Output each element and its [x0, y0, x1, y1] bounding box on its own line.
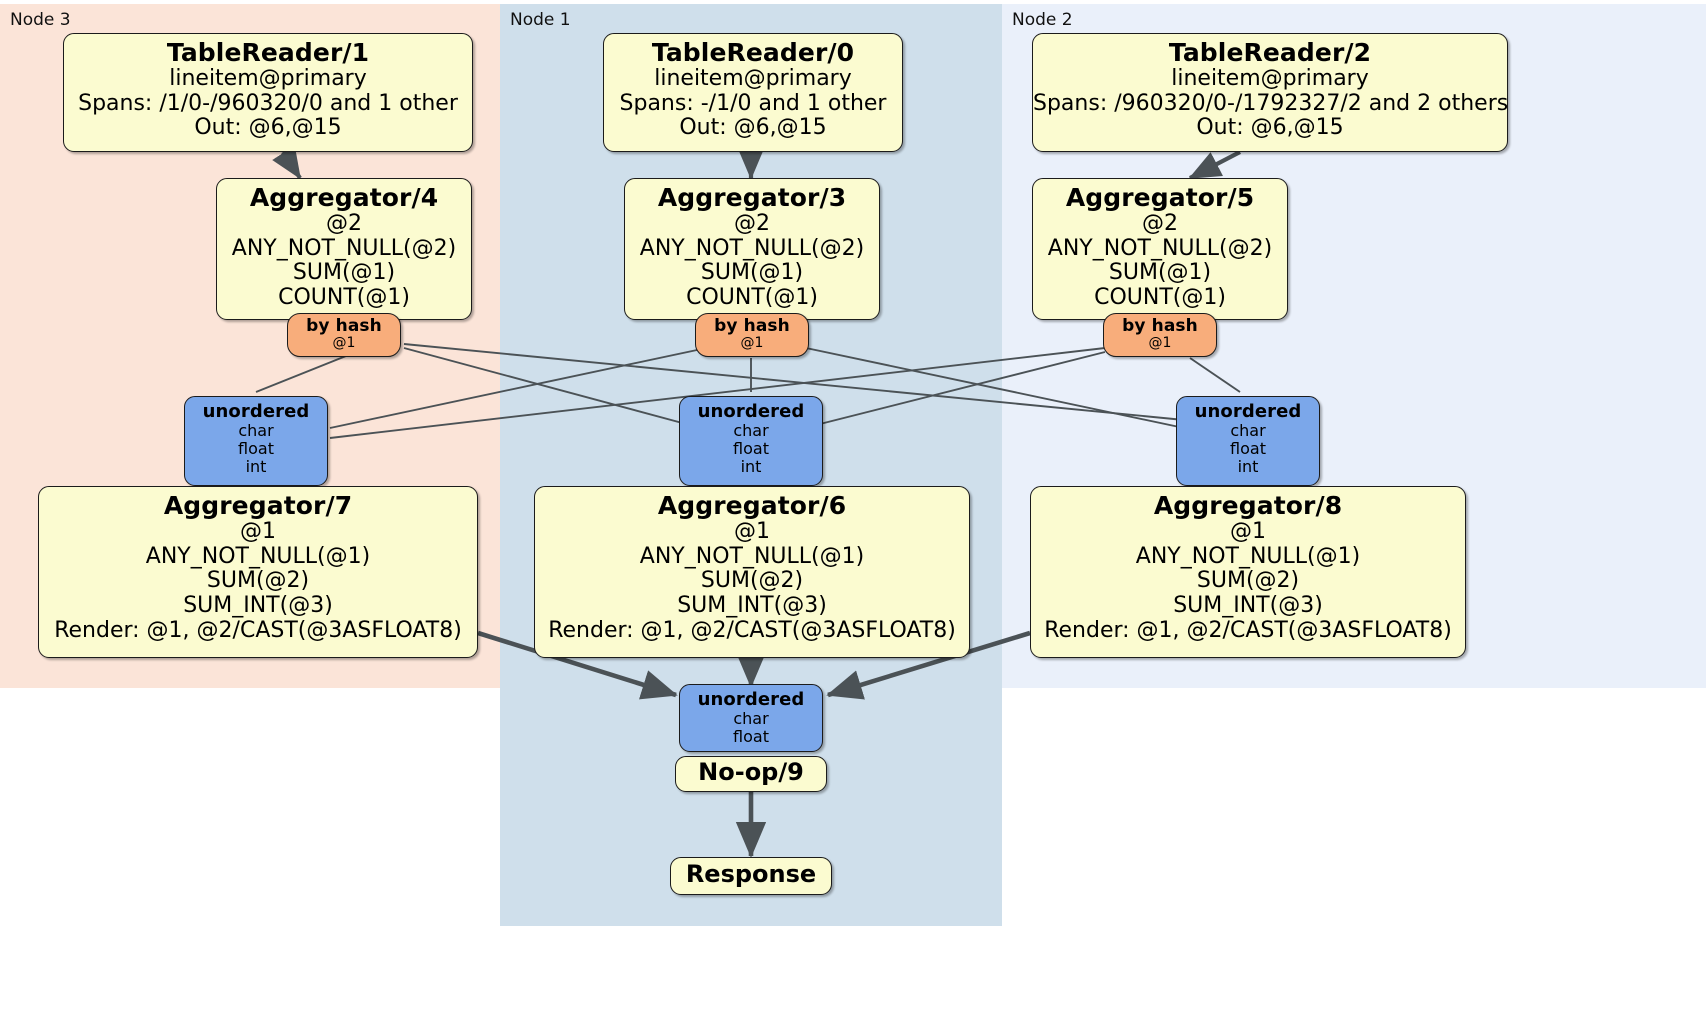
processor-agg-1: ANY_NOT_NULL(@2): [1047, 235, 1273, 261]
router-column: @1: [1148, 335, 1172, 352]
processor-title: TableReader/2: [1168, 38, 1372, 67]
processor-title: Aggregator/7: [163, 491, 353, 520]
processor-title: No-op/9: [698, 758, 804, 786]
sync-type-2: float: [238, 439, 274, 459]
processor-title: Aggregator/6: [657, 491, 847, 520]
sync-type-2: float: [1230, 439, 1266, 459]
processor-title: Aggregator/4: [249, 183, 439, 212]
sync-type-3: int: [1237, 456, 1259, 476]
router-title: by hash: [306, 316, 382, 336]
processor-aggregator-3[interactable]: Aggregator/3 @2 ANY_NOT_NULL(@2) SUM(@1)…: [624, 178, 880, 320]
processor-title: Aggregator/3: [657, 183, 847, 212]
processor-group-cols: @1: [734, 519, 770, 544]
processor-table: lineitem@primary: [654, 66, 852, 91]
sync-title: unordered: [1194, 401, 1302, 422]
processor-agg-2: SUM(@1): [292, 260, 396, 286]
processor-group-cols: @2: [326, 211, 362, 236]
processor-agg-2: SUM(@1): [700, 260, 804, 286]
synchronizer-unordered-final[interactable]: unordered char float: [679, 684, 823, 752]
processor-group-cols: @2: [1142, 211, 1178, 236]
router-title: by hash: [1122, 316, 1198, 336]
synchronizer-unordered-node-3[interactable]: unordered char float int: [184, 396, 328, 486]
processor-render: Render: @1, @2/CAST(@3ASFLOAT8): [548, 617, 956, 643]
processor-agg-3: COUNT(@1): [278, 284, 410, 310]
response-title: Response: [685, 860, 817, 888]
processor-agg-1: ANY_NOT_NULL(@2): [639, 235, 865, 261]
processor-out: Out: @6,@15: [1196, 115, 1344, 141]
router-by-hash-node-2[interactable]: by hash @1: [1103, 313, 1217, 357]
processor-agg-3: SUM_INT(@3): [183, 592, 333, 618]
sync-type-3: int: [245, 456, 267, 476]
sync-type-2: float: [733, 439, 769, 459]
sync-type-1: char: [238, 421, 274, 441]
processor-group-cols: @1: [240, 519, 276, 544]
processor-aggregator-4[interactable]: Aggregator/4 @2 ANY_NOT_NULL(@2) SUM(@1)…: [216, 178, 472, 320]
processor-aggregator-5[interactable]: Aggregator/5 @2 ANY_NOT_NULL(@2) SUM(@1)…: [1032, 178, 1288, 320]
sync-type-2: float: [733, 727, 769, 747]
processor-agg-1: ANY_NOT_NULL(@1): [639, 543, 865, 569]
processor-agg-2: SUM(@2): [1196, 568, 1300, 594]
processor-agg-3: COUNT(@1): [686, 284, 818, 310]
node-response[interactable]: Response: [670, 857, 832, 895]
sync-type-1: char: [733, 421, 769, 441]
processor-table-reader-1[interactable]: TableReader/1 lineitem@primary Spans: /1…: [63, 33, 473, 152]
processor-spans: Spans: -/1/0 and 1 other: [619, 90, 887, 116]
router-by-hash-node-1[interactable]: by hash @1: [695, 313, 809, 357]
sync-title: unordered: [697, 689, 805, 710]
sync-type-1: char: [1230, 421, 1266, 441]
processor-agg-1: ANY_NOT_NULL(@1): [1135, 543, 1361, 569]
processor-agg-1: ANY_NOT_NULL(@1): [145, 543, 371, 569]
processor-agg-2: SUM(@1): [1108, 260, 1212, 286]
swimlane-label-node-3: Node 3: [10, 10, 71, 30]
processor-table-reader-2[interactable]: TableReader/2 lineitem@primary Spans: /9…: [1032, 33, 1508, 152]
synchronizer-unordered-node-1[interactable]: unordered char float int: [679, 396, 823, 486]
processor-out: Out: @6,@15: [194, 115, 342, 141]
processor-aggregator-6[interactable]: Aggregator/6 @1 ANY_NOT_NULL(@1) SUM(@2)…: [534, 486, 970, 658]
router-title: by hash: [714, 316, 790, 336]
processor-spans: Spans: /960320/0-/1792327/2 and 2 others: [1033, 90, 1509, 116]
processor-title: TableReader/0: [651, 38, 855, 67]
processor-group-cols: @2: [734, 211, 770, 236]
sync-title: unordered: [697, 401, 805, 422]
router-column: @1: [740, 335, 764, 352]
processor-agg-1: ANY_NOT_NULL(@2): [231, 235, 457, 261]
swimlane-label-node-2: Node 2: [1012, 10, 1073, 30]
processor-table: lineitem@primary: [169, 66, 367, 91]
processor-aggregator-8[interactable]: Aggregator/8 @1 ANY_NOT_NULL(@1) SUM(@2)…: [1030, 486, 1466, 658]
processor-no-op-9[interactable]: No-op/9: [675, 756, 827, 792]
router-by-hash-node-3[interactable]: by hash @1: [287, 313, 401, 357]
processor-agg-3: SUM_INT(@3): [1173, 592, 1323, 618]
processor-table: lineitem@primary: [1171, 66, 1369, 91]
sync-type-1: char: [733, 709, 769, 729]
processor-title: Aggregator/5: [1065, 183, 1255, 212]
processor-render: Render: @1, @2/CAST(@3ASFLOAT8): [1044, 617, 1452, 643]
processor-spans: Spans: /1/0-/960320/0 and 1 other: [78, 90, 458, 116]
synchronizer-unordered-node-2[interactable]: unordered char float int: [1176, 396, 1320, 486]
processor-group-cols: @1: [1230, 519, 1266, 544]
processor-table-reader-0[interactable]: TableReader/0 lineitem@primary Spans: -/…: [603, 33, 903, 152]
sync-type-3: int: [740, 456, 762, 476]
router-column: @1: [332, 335, 356, 352]
processor-title: TableReader/1: [166, 38, 370, 67]
processor-agg-2: SUM(@2): [700, 568, 804, 594]
processor-aggregator-7[interactable]: Aggregator/7 @1 ANY_NOT_NULL(@1) SUM(@2)…: [38, 486, 478, 658]
processor-agg-2: SUM(@2): [206, 568, 310, 594]
swimlane-label-node-1: Node 1: [510, 10, 571, 30]
processor-agg-3: COUNT(@1): [1094, 284, 1226, 310]
processor-out: Out: @6,@15: [679, 115, 827, 141]
processor-render: Render: @1, @2/CAST(@3ASFLOAT8): [54, 617, 462, 643]
processor-title: Aggregator/8: [1153, 491, 1343, 520]
sync-title: unordered: [202, 401, 310, 422]
processor-agg-3: SUM_INT(@3): [677, 592, 827, 618]
